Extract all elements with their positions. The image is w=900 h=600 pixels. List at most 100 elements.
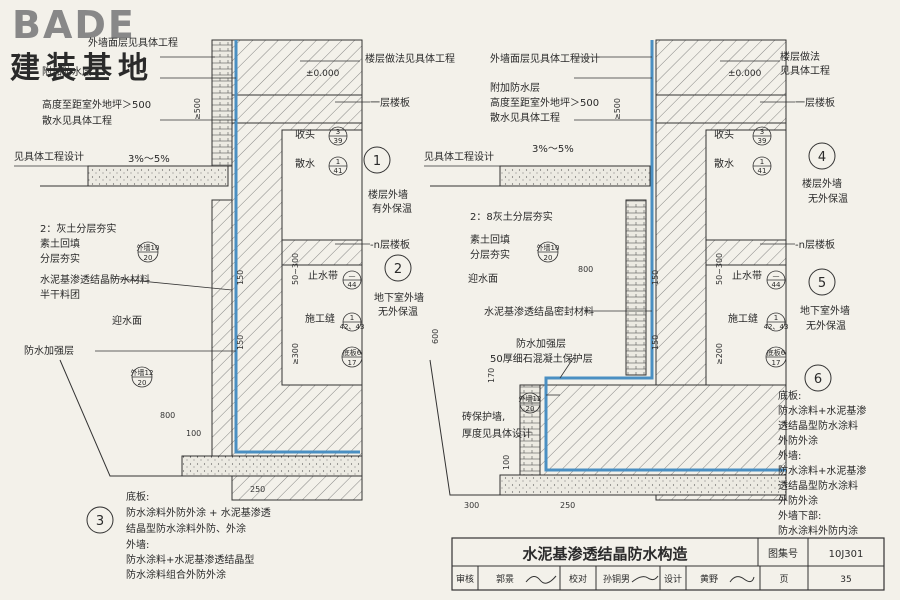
svg-text:≥200: ≥200 xyxy=(715,343,724,365)
svg-text:外墙面层见具体工程: 外墙面层见具体工程 xyxy=(88,36,178,49)
svg-text:厚度见具体设计: 厚度见具体设计 xyxy=(462,427,532,440)
ref-left-1-41: 141 xyxy=(328,156,348,176)
svg-text:素土回填: 素土回填 xyxy=(40,237,80,250)
svg-text:防水涂料组合外防外涂: 防水涂料组合外防外涂 xyxy=(126,568,226,581)
svg-text:41: 41 xyxy=(334,167,343,175)
svg-text:外墙:: 外墙: xyxy=(126,538,149,551)
svg-text:孙铜男: 孙铜男 xyxy=(603,573,630,585)
svg-text:3%～5%: 3%～5% xyxy=(532,144,574,155)
svg-text:250: 250 xyxy=(250,485,265,494)
svg-text:50~300: 50~300 xyxy=(715,253,724,285)
svg-text:散水见具体工程: 散水见具体工程 xyxy=(490,111,560,124)
title-block: 水泥基渗透结晶防水构造 图集号 10J301 审核 郭景 校对 孙铜男 设计 黄… xyxy=(451,537,885,591)
svg-text:39: 39 xyxy=(758,137,767,145)
svg-text:≥300: ≥300 xyxy=(291,343,300,365)
ref-right-42: 142、43 xyxy=(764,312,789,332)
svg-text:施工缝: 施工缝 xyxy=(305,312,335,325)
svg-text:±0.000: ±0.000 xyxy=(306,69,340,79)
atlas-number: 10J301 xyxy=(829,549,864,560)
svg-text:地下室外墙: 地下室外墙 xyxy=(800,304,850,317)
svg-text:水泥基渗透结晶密封材料: 水泥基渗透结晶密封材料 xyxy=(484,305,594,318)
svg-text:防水涂料+水泥基渗透结晶型: 防水涂料+水泥基渗透结晶型 xyxy=(126,553,254,566)
svg-text:17: 17 xyxy=(772,359,781,367)
svg-text:无外保温: 无外保温 xyxy=(806,319,846,332)
svg-text:3: 3 xyxy=(336,128,340,136)
svg-text:2: 2 xyxy=(394,262,402,277)
svg-text:附加防水层: 附加防水层 xyxy=(490,81,540,94)
svg-text:透结晶型防水涂料: 透结晶型防水涂料 xyxy=(778,419,858,432)
svg-text:—: — xyxy=(349,272,356,280)
svg-text:-n层楼板: -n层楼板 xyxy=(795,238,835,251)
svg-text:100: 100 xyxy=(186,429,201,438)
svg-text:设计: 设计 xyxy=(664,573,682,585)
svg-text:1: 1 xyxy=(760,158,764,166)
svg-text:砖保护墙,: 砖保护墙, xyxy=(462,410,505,423)
left-dimensions: ≥500 150 150 ≥300 50~300 800 100 250 xyxy=(160,98,300,494)
svg-text:页: 页 xyxy=(779,574,788,585)
svg-text:分层夯实: 分层夯实 xyxy=(40,252,80,265)
svg-text:50厚细石混凝土保护层: 50厚细石混凝土保护层 xyxy=(490,352,593,365)
svg-text:±0.000: ±0.000 xyxy=(728,69,762,79)
svg-text:—: — xyxy=(773,272,780,280)
ref-right-1-41: 141 xyxy=(752,156,772,176)
svg-text:5: 5 xyxy=(818,276,826,291)
svg-text:1: 1 xyxy=(350,314,354,322)
right-labels: 外墙面层见具体工程设计 附加防水层 高度至距室外地坪＞500 散水见具体工程 楼… xyxy=(424,50,835,440)
svg-text:无外保温: 无外保温 xyxy=(378,305,418,318)
svg-text:一层楼板: 一层楼板 xyxy=(370,96,410,109)
svg-text:800: 800 xyxy=(160,411,175,420)
svg-text:800: 800 xyxy=(578,265,593,274)
svg-text:44: 44 xyxy=(772,281,781,289)
svg-text:2：灰土分层夯实: 2：灰土分层夯实 xyxy=(40,222,116,235)
leader-lines xyxy=(14,56,795,396)
svg-text:42、43: 42、43 xyxy=(764,323,789,331)
svg-text:结晶型防水涂料外防、外涂: 结晶型防水涂料外防、外涂 xyxy=(126,522,246,535)
svg-text:散水: 散水 xyxy=(714,157,734,170)
svg-text:外防外涂: 外防外涂 xyxy=(778,434,818,447)
svg-text:地下室外墙: 地下室外墙 xyxy=(374,291,424,304)
svg-text:收头: 收头 xyxy=(295,128,315,141)
left-labels: 外墙面层见具体工程 附加防水层 高度至距室外地坪＞500 散水见具体工程 楼层做… xyxy=(14,36,455,357)
svg-text:底板6: 底板6 xyxy=(343,348,362,357)
svg-text:高度至距室外地坪＞500: 高度至距室外地坪＞500 xyxy=(490,96,599,109)
logo-cn: 建装基地 xyxy=(10,51,154,86)
detail-6: 6 xyxy=(804,364,832,392)
left-waterproof-line xyxy=(234,40,360,454)
svg-text:施工缝: 施工缝 xyxy=(728,312,758,325)
svg-text:收头: 收头 xyxy=(714,128,734,141)
logo: BADE 建装基地 xyxy=(10,3,154,86)
svg-text:17: 17 xyxy=(348,359,357,367)
ref-left-3-39: 339 xyxy=(328,126,348,146)
svg-text:审核: 审核 xyxy=(456,573,474,585)
svg-text:外墙12: 外墙12 xyxy=(131,368,154,377)
svg-text:高度至距室外地坪＞500: 高度至距室外地坪＞500 xyxy=(42,98,151,111)
svg-text:分层夯实: 分层夯实 xyxy=(470,248,510,261)
svg-text:防水涂料外防内涂: 防水涂料外防内涂 xyxy=(778,524,858,537)
svg-text:300: 300 xyxy=(464,501,479,510)
svg-text:1: 1 xyxy=(774,314,778,322)
svg-text:50~300: 50~300 xyxy=(291,253,300,285)
logo-brand: BADE xyxy=(12,3,136,47)
svg-text:20: 20 xyxy=(144,254,153,262)
svg-text:底板:: 底板: xyxy=(126,490,149,503)
svg-text:1: 1 xyxy=(336,158,340,166)
svg-text:3%～5%: 3%～5% xyxy=(128,154,170,165)
svg-text:有外保温: 有外保温 xyxy=(372,202,412,215)
right-dimensions: ≥500 150 150 ≥200 50~300 800 600 170 300… xyxy=(431,98,724,510)
atlas-label: 图集号 xyxy=(768,547,798,560)
svg-text:防水涂料+水泥基渗: 防水涂料+水泥基渗 xyxy=(778,464,866,477)
right-structure xyxy=(429,39,787,501)
svg-text:防水加强层: 防水加强层 xyxy=(24,344,74,357)
svg-text:4: 4 xyxy=(818,150,826,165)
signature-review xyxy=(525,575,557,584)
svg-text:一层楼板: 一层楼板 xyxy=(795,96,835,109)
ref-right-3-39: 339 xyxy=(752,126,772,146)
